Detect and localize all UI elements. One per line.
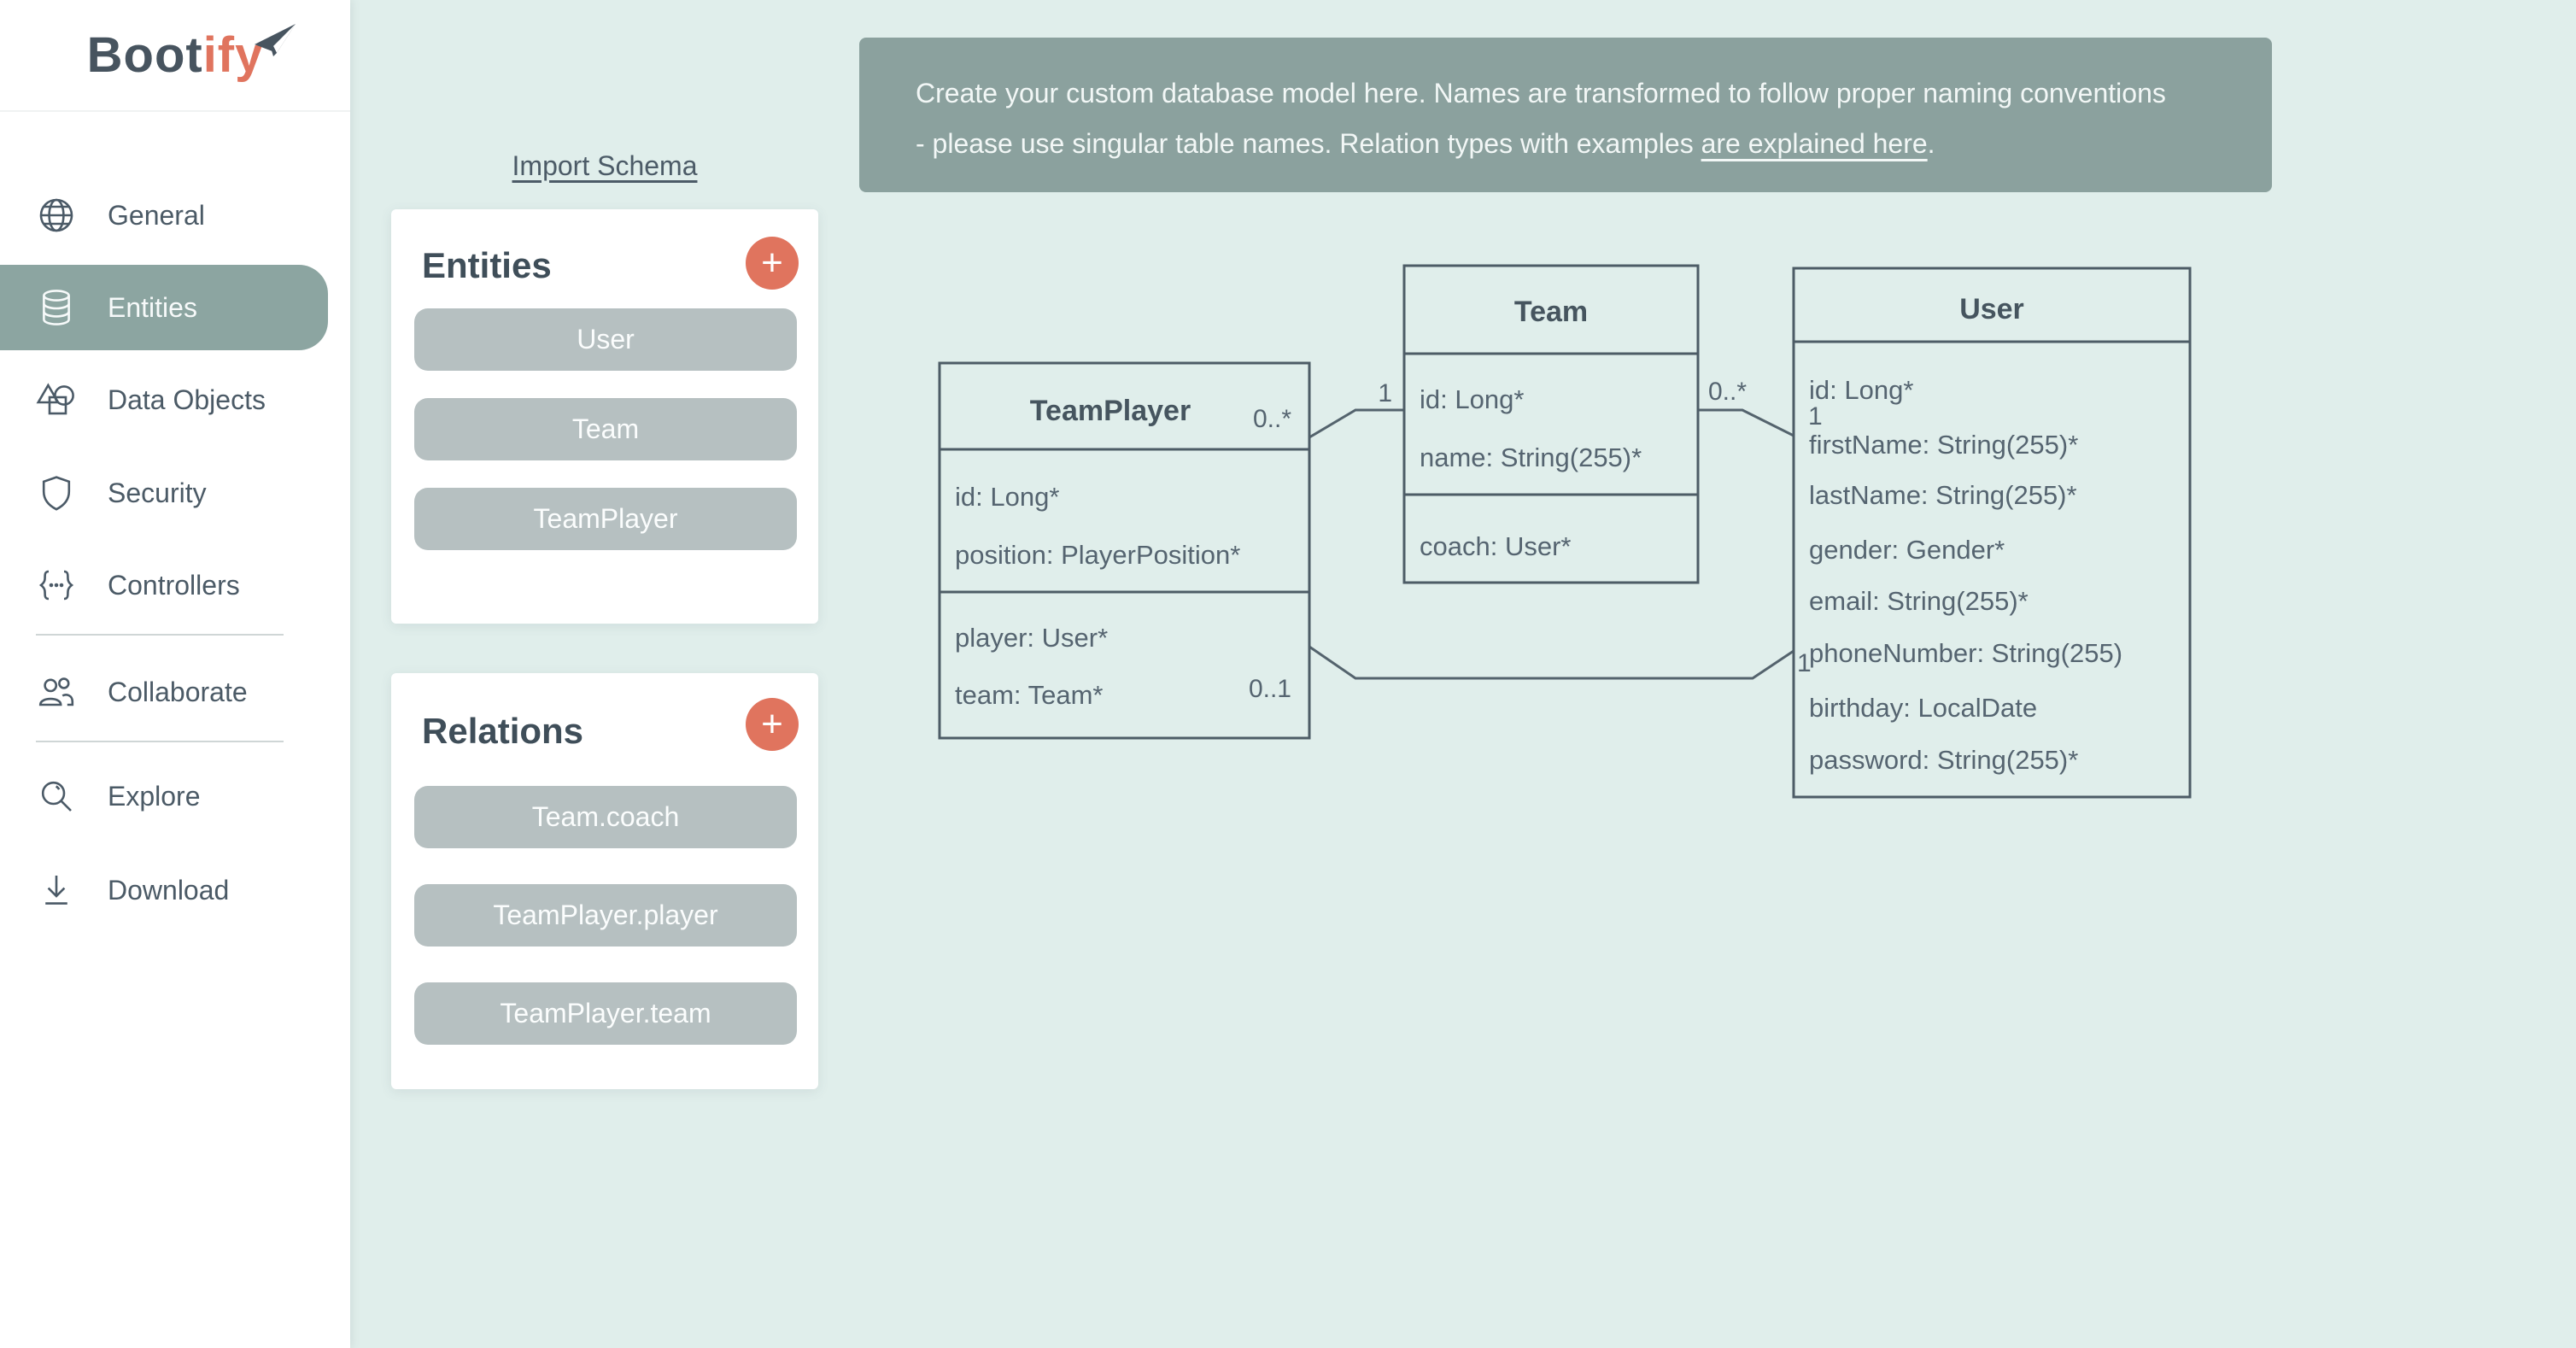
sidebar-item-label: Download [108,874,230,906]
relation-row: player: User* [955,623,1108,653]
attribute-row: id: Long* [1809,375,1913,405]
edge-team-user [1698,408,1794,437]
banner-line-2: - please use singular table names. Relat… [916,119,2216,169]
attribute-row: name: String(255)* [1420,442,1642,472]
sidebar-item-label: Collaborate [108,676,248,707]
entities-panel-title: Entities [422,245,552,285]
sidebar-item-general[interactable]: General [0,179,350,251]
relation-button-teamplayer-team[interactable]: TeamPlayer.team [414,982,797,1045]
add-entity-button[interactable]: + [746,237,799,290]
attribute-row: position: PlayerPosition* [955,540,1240,570]
relations-panel: Relations + Team.coach TeamPlayer.player… [391,673,818,1089]
sidebar: Bootify General Entities [0,0,350,1348]
entity-teamplayer: TeamPlayer 0..* id: Long* position: Play… [938,361,1311,740]
add-relation-button[interactable]: + [746,698,799,751]
braces-icon [36,565,77,606]
attribute-row: password: String(255)* [1809,745,2078,775]
banner-line-2-period: . [1927,128,1935,159]
attribute-row: phoneNumber: String(255) [1809,638,2122,668]
attribute-row: id: Long* [955,482,1059,512]
sidebar-item-data-objects[interactable]: Data Objects [0,364,350,436]
entity-team: Team 1 0..* id: Long* name: String(255)*… [1378,264,1747,584]
download-icon [36,870,77,911]
relations-panel-title: Relations [422,711,584,751]
edge-teamplayer-user [1308,645,1794,680]
sidebar-item-entities[interactable]: Entities [0,265,328,350]
multiplicity-label: 1 [1378,379,1392,407]
banner-line-1: Create your custom database model here. … [916,78,2166,108]
entity-diagram: TeamPlayer 0..* id: Long* position: Play… [938,264,2192,799]
attribute-row: lastName: String(255)* [1809,480,2077,510]
entity-button-team[interactable]: Team [414,398,797,460]
sidebar-item-controllers[interactable]: Controllers [0,549,350,621]
database-icon [36,287,77,328]
logo[interactable]: Bootify [0,0,350,112]
sidebar-item-explore[interactable]: Explore [0,760,350,832]
multiplicity-label: 0..* [1708,378,1747,406]
sidebar-item-label: Data Objects [108,384,266,415]
shapes-icon [36,379,77,420]
attribute-row: firstName: String(255)* [1809,430,2078,460]
sidebar-divider [36,634,284,636]
entities-panel: Entities + User Team TeamPlayer [391,209,818,624]
relation-row: team: Team* [955,680,1103,710]
attribute-row: gender: Gender* [1809,535,2005,565]
entity-button-teamplayer[interactable]: TeamPlayer [414,488,797,550]
shield-icon [36,472,77,513]
sidebar-item-label: Entities [108,291,197,323]
entity-user-title: User [1959,293,2024,325]
paper-plane-icon [253,22,297,66]
multiplicity-label: 1 [1808,402,1823,431]
people-icon [36,671,77,712]
logo-text: Bootify [87,26,264,84]
sidebar-item-label: Explore [108,780,201,812]
attribute-row: birthday: LocalDate [1809,693,2037,723]
relation-button-teamplayer-player[interactable]: TeamPlayer.player [414,884,797,947]
sidebar-item-label: Controllers [108,569,240,601]
multiplicity-label: 0..1 [1249,675,1291,703]
relation-types-link[interactable]: are explained here [1701,128,1928,159]
entity-team-box[interactable] [1402,264,1700,584]
sidebar-item-collaborate[interactable]: Collaborate [0,656,350,728]
sidebar-item-download[interactable]: Download [0,854,350,926]
entity-teamplayer-box[interactable] [938,361,1311,740]
entity-team-title: Team [1514,296,1588,328]
globe-icon [36,195,77,236]
edge-teamplayer-team [1308,408,1404,439]
info-banner: Create your custom database model here. … [859,38,2272,192]
logo-text-primary: Boot [86,27,203,83]
import-schema-wrap: Import Schema [391,150,818,182]
attribute-row: email: String(255)* [1809,586,2029,616]
sidebar-item-label: Security [108,477,207,508]
relation-row: coach: User* [1420,531,1571,561]
entity-user-box[interactable] [1792,267,2192,799]
logo-text-accent: ify [202,27,264,83]
multiplicity-label: 0..* [1253,405,1291,433]
entity-teamplayer-title: TeamPlayer [1030,395,1191,427]
multiplicity-label: 1 [1797,649,1812,677]
entity-user: User 1 1 id: Long* firstName: String(255… [1792,267,2192,799]
import-schema-link[interactable]: Import Schema [512,150,698,181]
attribute-row: id: Long* [1420,384,1524,414]
sidebar-item-label: General [108,199,205,231]
relation-button-team-coach[interactable]: Team.coach [414,786,797,848]
entity-button-user[interactable]: User [414,308,797,371]
sidebar-item-security[interactable]: Security [0,457,350,529]
banner-line-2-text: - please use singular table names. Relat… [916,128,1701,159]
magnifier-icon [36,776,77,817]
sidebar-divider [36,741,284,742]
